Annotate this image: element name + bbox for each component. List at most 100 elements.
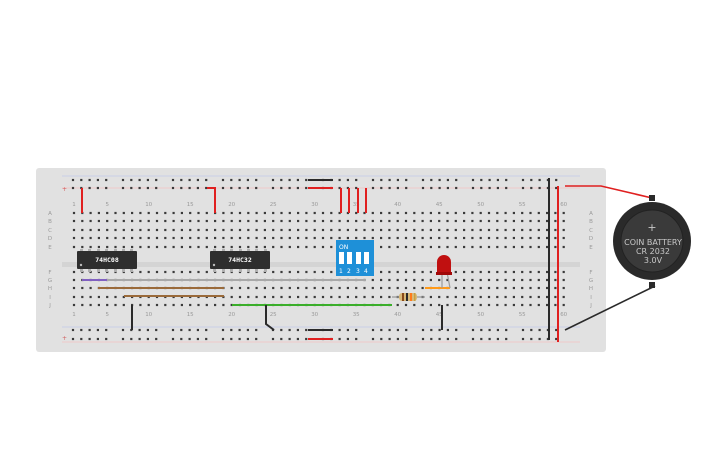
breadboard-hole[interactable] <box>288 211 291 215</box>
dip-switch-toggle-1[interactable] <box>339 252 344 264</box>
breadboard-hole[interactable] <box>471 270 474 274</box>
breadboard-hole[interactable] <box>280 219 283 223</box>
breadboard-hole[interactable] <box>72 303 76 307</box>
breadboard-hole[interactable] <box>180 337 183 341</box>
breadboard-hole[interactable] <box>297 219 300 223</box>
breadboard-hole[interactable] <box>271 186 275 190</box>
breadboard-hole[interactable] <box>197 236 200 240</box>
breadboard-hole[interactable] <box>446 236 449 240</box>
breadboard-hole[interactable] <box>121 328 125 332</box>
breadboard-hole[interactable] <box>288 270 291 274</box>
breadboard-hole[interactable] <box>106 245 109 249</box>
breadboard-hole[interactable] <box>562 211 565 215</box>
breadboard-hole[interactable] <box>246 178 249 182</box>
breadboard-hole[interactable] <box>330 270 333 274</box>
breadboard-hole[interactable] <box>72 211 76 215</box>
breadboard-hole[interactable] <box>554 228 557 232</box>
breadboard-hole[interactable] <box>488 337 491 341</box>
breadboard-hole[interactable] <box>130 337 133 341</box>
breadboard-hole[interactable] <box>413 303 416 307</box>
breadboard-hole[interactable] <box>521 286 524 290</box>
breadboard-hole[interactable] <box>363 219 366 223</box>
breadboard-hole[interactable] <box>346 186 349 190</box>
breadboard-hole[interactable] <box>380 337 383 341</box>
breadboard-hole[interactable] <box>197 228 200 232</box>
breadboard-hole[interactable] <box>230 337 233 341</box>
breadboard-hole[interactable] <box>305 236 308 240</box>
breadboard-hole[interactable] <box>446 303 449 307</box>
breadboard-hole[interactable] <box>189 236 192 240</box>
breadboard-hole[interactable] <box>554 219 557 223</box>
breadboard-hole[interactable] <box>471 236 474 240</box>
breadboard-hole[interactable] <box>122 236 125 240</box>
breadboard-hole[interactable] <box>429 270 432 274</box>
breadboard-hole[interactable] <box>280 186 283 190</box>
breadboard-hole[interactable] <box>313 219 316 223</box>
breadboard-hole[interactable] <box>230 303 233 307</box>
breadboard-hole[interactable] <box>480 328 483 332</box>
breadboard-hole[interactable] <box>305 270 308 274</box>
breadboard-hole[interactable] <box>463 278 466 282</box>
breadboard-hole[interactable] <box>197 245 200 249</box>
breadboard-hole[interactable] <box>139 219 142 223</box>
breadboard-hole[interactable] <box>496 328 499 332</box>
breadboard-hole[interactable] <box>180 211 183 215</box>
breadboard-hole[interactable] <box>529 278 532 282</box>
breadboard-hole[interactable] <box>471 278 474 282</box>
breadboard-hole[interactable] <box>546 219 549 223</box>
breadboard-hole[interactable] <box>371 228 374 232</box>
breadboard-hole[interactable] <box>421 178 425 182</box>
breadboard-hole[interactable] <box>97 228 100 232</box>
breadboard-hole[interactable] <box>189 228 192 232</box>
breadboard-hole[interactable] <box>537 278 540 282</box>
breadboard-hole[interactable] <box>429 295 432 299</box>
breadboard-hole[interactable] <box>537 236 540 240</box>
breadboard-hole[interactable] <box>330 228 333 232</box>
breadboard-hole[interactable] <box>305 245 308 249</box>
breadboard-hole[interactable] <box>346 328 349 332</box>
breadboard-hole[interactable] <box>196 186 199 190</box>
breadboard-hole[interactable] <box>246 337 249 341</box>
breadboard-hole[interactable] <box>413 286 416 290</box>
breadboard-hole[interactable] <box>297 228 300 232</box>
breadboard-hole[interactable] <box>205 211 208 215</box>
breadboard-hole[interactable] <box>380 211 383 215</box>
breadboard-hole[interactable] <box>363 236 366 240</box>
breadboard-hole[interactable] <box>346 286 349 290</box>
breadboard-hole[interactable] <box>355 178 358 182</box>
breadboard-hole[interactable] <box>413 211 416 215</box>
breadboard-hole[interactable] <box>188 186 191 190</box>
breadboard-hole[interactable] <box>305 295 308 299</box>
breadboard-hole[interactable] <box>521 245 524 249</box>
breadboard-hole[interactable] <box>313 228 316 232</box>
breadboard-hole[interactable] <box>189 219 192 223</box>
breadboard-hole[interactable] <box>521 278 524 282</box>
breadboard-hole[interactable] <box>530 328 533 332</box>
breadboard-hole[interactable] <box>180 245 183 249</box>
breadboard-hole[interactable] <box>238 295 242 299</box>
breadboard-hole[interactable] <box>305 211 308 215</box>
breadboard-hole[interactable] <box>454 295 457 299</box>
breadboard-hole[interactable] <box>529 303 532 307</box>
breadboard-hole[interactable] <box>446 186 449 190</box>
breadboard-hole[interactable] <box>280 286 283 290</box>
breadboard-hole[interactable] <box>313 270 316 274</box>
breadboard-hole[interactable] <box>255 211 258 215</box>
breadboard-hole[interactable] <box>230 219 233 223</box>
breadboard-hole[interactable] <box>272 286 275 290</box>
breadboard-hole[interactable] <box>396 236 399 240</box>
breadboard-hole[interactable] <box>380 270 383 274</box>
breadboard-hole[interactable] <box>454 219 457 223</box>
breadboard-hole[interactable] <box>487 211 491 215</box>
breadboard-hole[interactable] <box>271 178 275 182</box>
breadboard-hole[interactable] <box>271 337 275 341</box>
breadboard-hole[interactable] <box>446 337 449 341</box>
breadboard-hole[interactable] <box>147 219 150 223</box>
breadboard-hole[interactable] <box>471 295 474 299</box>
breadboard-hole[interactable] <box>455 186 458 190</box>
breadboard-hole[interactable] <box>255 286 258 290</box>
breadboard-hole[interactable] <box>147 303 150 307</box>
breadboard-hole[interactable] <box>546 328 549 332</box>
breadboard-hole[interactable] <box>413 278 416 282</box>
breadboard-hole[interactable] <box>413 270 416 274</box>
